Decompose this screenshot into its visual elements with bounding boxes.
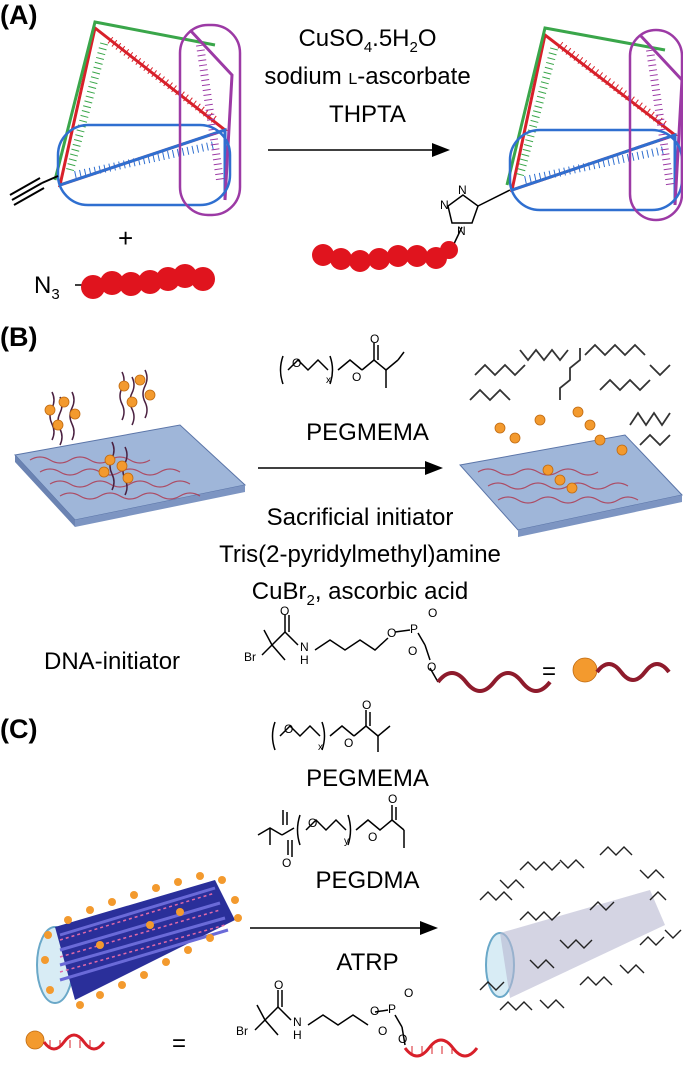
peg-c1-o2: O [344, 736, 354, 750]
peg-structure-c2 [257, 805, 405, 857]
struct-c-br: Br [236, 1024, 248, 1038]
reagent-thpta: THPTA [329, 101, 406, 128]
azide-polymer-beads [75, 264, 215, 299]
struct-c-o5: O [398, 1032, 408, 1046]
struct-b-o3: O [428, 606, 438, 620]
azide-sub: 3 [51, 285, 60, 303]
reagent-cuso4-base: CuSO [298, 25, 364, 52]
cubr2-sub: 2 [306, 591, 315, 609]
panel-c-label: (C) [0, 714, 38, 744]
dna-origami-tube-left [36, 880, 235, 1004]
method-atrp: ATRP [336, 949, 399, 976]
dna-tetrahedron-left [53, 20, 242, 217]
panel-a-label: (A) [0, 0, 38, 30]
struct-c-o2: O [370, 1004, 380, 1018]
dna-initiator-structure-c [254, 990, 406, 1046]
struct-b-o2: O [387, 626, 397, 640]
struct-b-o5: O [427, 660, 437, 674]
condition-sacrificial: Sacrificial initiator [266, 504, 454, 531]
peg-c1-x: x [318, 742, 323, 753]
dna-tetrahedron-right [505, 26, 683, 222]
peg-b-x: x [326, 375, 331, 386]
reagent-cuso4-mid: .5H [372, 25, 410, 52]
reagent-ascorbate-pre: sodium [264, 63, 349, 90]
dna-initiator-symbol-c [25, 1030, 106, 1051]
triazole-ring [447, 189, 511, 249]
dna-initiator-symbol-b [572, 657, 671, 683]
polymer-coated-tube-right [479, 846, 682, 1011]
peg-c2-o4: O [388, 792, 398, 806]
surface-right [459, 434, 683, 537]
struct-c-o4: O [378, 1024, 388, 1038]
reagent-ascorbate-l: L [348, 71, 358, 88]
monomer-pegdma: PEGDMA [315, 867, 420, 894]
struct-c-h: H [293, 1028, 302, 1042]
struct-c-o3: O [404, 986, 414, 1000]
dna-initiator-label: DNA-initiator [44, 648, 181, 675]
condition-tpma: Tris(2-pyridylmethyl)amine [219, 541, 501, 568]
plus-sign: + [118, 223, 134, 253]
triazole-n3: N [457, 224, 466, 238]
reagent-cuso4-end: O [417, 25, 437, 52]
struct-b-n: N [300, 640, 309, 654]
peg-c1-o: O [284, 722, 294, 736]
monomer-pegmema-c: PEGMEMA [306, 765, 429, 792]
triazole-n1: N [458, 183, 467, 197]
monomer-pegmema-b: PEGMEMA [306, 419, 429, 446]
triazole-n2: N [440, 198, 449, 212]
peg-c2-o3: O [368, 830, 378, 844]
reaction-arrow-c [250, 921, 438, 935]
surface-left [14, 424, 247, 527]
peg-structure-b [279, 343, 405, 388]
initiator-beads-tube [41, 872, 242, 1009]
peg-structure-c1 [271, 710, 391, 752]
dna-initiator-structure-b [261, 615, 439, 683]
alkyne-group [9, 175, 59, 206]
product-polymer-beads [312, 241, 458, 272]
cubr2-base: CuBr [251, 578, 307, 605]
condition-cubr2: CuBr2, ascorbic acid [200, 577, 520, 616]
peg-b-o2: O [352, 370, 362, 384]
struct-c-n: N [293, 1015, 302, 1029]
struct-b-br: Br [244, 650, 256, 664]
reagent-ascorbate-post: -ascorbate [357, 63, 471, 90]
initiator-beads-left [44, 374, 156, 484]
dna-strand-red-c [403, 1038, 479, 1058]
struct-b-o1: O [280, 604, 290, 618]
dna-strand-maroon-b [436, 671, 552, 693]
reagent-cuso4-sub: 4 [363, 38, 373, 56]
peg-c2-o1: O [282, 856, 292, 870]
struct-c-o1: O [274, 978, 284, 992]
struct-b-o4: O [408, 644, 418, 658]
peg-c2-o2: O [308, 816, 318, 830]
peg-b-o3: O [370, 332, 380, 346]
reagent-cuso4-sub2: 2 [409, 38, 418, 56]
polymer-brushes-right [469, 343, 671, 447]
reaction-arrow-a [268, 143, 450, 157]
reagent-cuso4: CuSO4.5H2O [250, 24, 485, 63]
equals-c: = [172, 1030, 187, 1057]
peg-c2-y: y [344, 836, 349, 847]
azide-base: N [34, 272, 52, 299]
cubr2-post: , ascorbic acid [314, 578, 469, 605]
panel-b-label: (B) [0, 322, 38, 352]
reaction-arrow-b [258, 461, 443, 475]
struct-b-h: H [300, 653, 309, 667]
struct-b-p: P [410, 622, 419, 636]
peg-c1-o3: O [362, 698, 372, 712]
peg-b-o: O [292, 356, 302, 370]
equals-b: = [542, 658, 557, 685]
struct-c-p: P [388, 1002, 397, 1016]
reagent-ascorbate: sodium L-ascorbate [250, 62, 485, 95]
initiator-beads-right [494, 406, 628, 494]
azide-label: N3 [34, 272, 60, 303]
